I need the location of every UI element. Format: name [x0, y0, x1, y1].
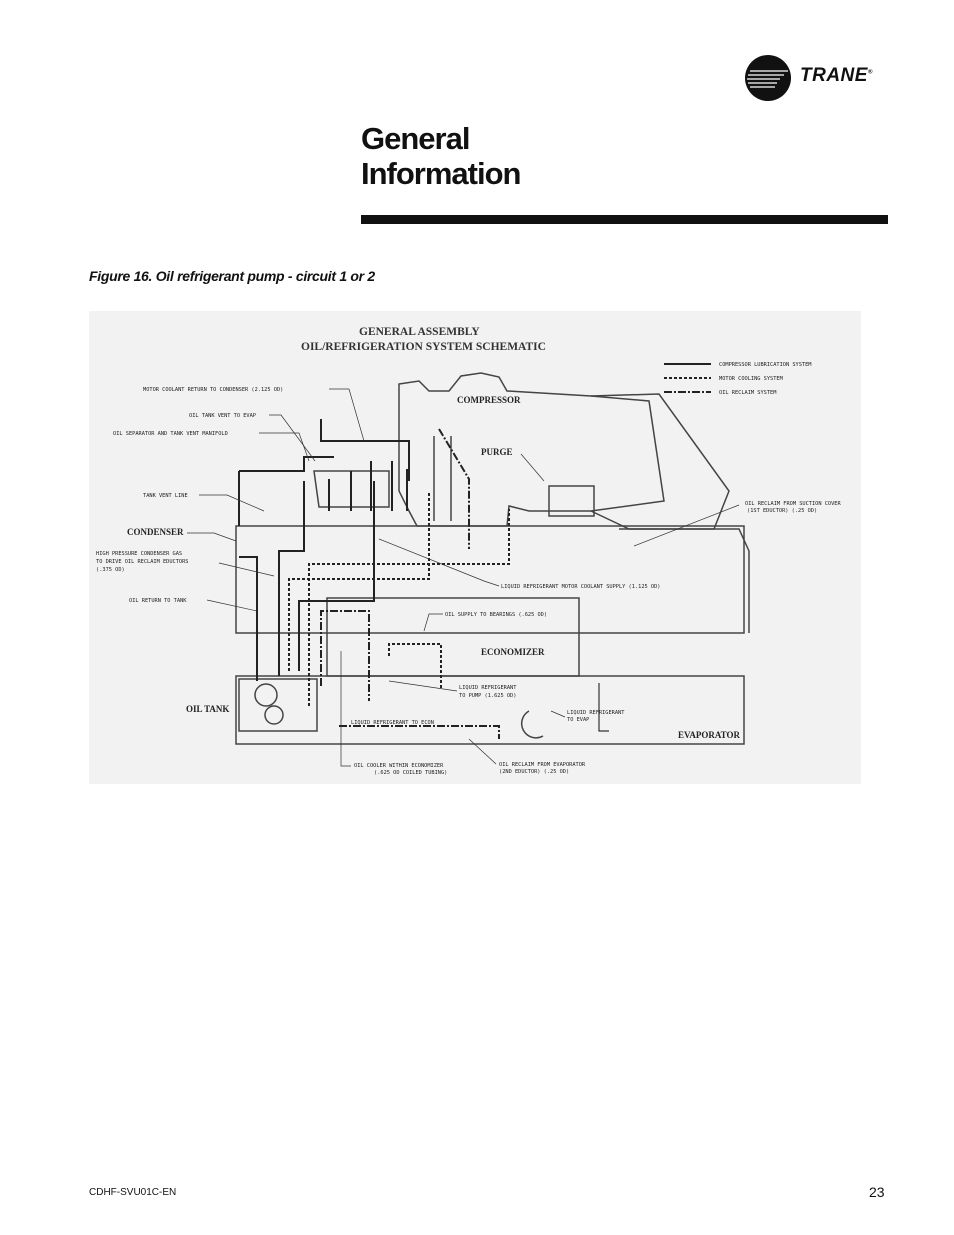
condenser-shell: [235, 525, 745, 634]
legend-motor-cooling: MOTOR COOLING SYSTEM: [719, 376, 783, 382]
lubrication-pipe-5: [328, 461, 408, 511]
label-economizer: ECONOMIZER: [481, 647, 545, 657]
callout-liquid-to-pump-2: TO PUMP (1.625 OD): [459, 693, 516, 699]
callout-oil-cooler-2: (.625 OD COILED TUBING): [374, 770, 447, 776]
callout-oil-tank-vent: OIL TANK VENT TO EVAP: [189, 413, 256, 419]
figure-caption: Figure 16. Oil refrigerant pump - circui…: [89, 268, 375, 284]
legend-lubrication: COMPRESSOR LUBRICATION SYSTEM: [719, 362, 811, 368]
label-condenser: CONDENSER: [127, 527, 184, 537]
callout-liquid-to-econ: LIQUID REFRIGERANT TO ECON: [351, 720, 434, 726]
callout-hp-gas-2: TO DRIVE OIL RECLAIM EDUCTORS: [96, 559, 188, 565]
oil-reclaim-pipe-1: [320, 610, 370, 701]
trane-logo: TRANE®: [744, 54, 894, 104]
callout-hp-gas-1: HIGH PRESSURE CONDENSER GAS: [96, 551, 182, 557]
trane-logo-mark: [745, 55, 791, 101]
page-title-line2: Information: [361, 156, 521, 191]
legend-oil-reclaim: OIL RECLAIM SYSTEM: [719, 390, 776, 396]
schematic-heading-line1: GENERAL ASSEMBLY: [359, 326, 480, 338]
callout-oil-return: OIL RETURN TO TANK: [129, 598, 187, 604]
evaporator-shell: [235, 675, 745, 745]
lubrication-pipe-3: [278, 481, 305, 676]
callout-reclaim-suction-1: OIL RECLAIM FROM SUCTION COVER: [745, 501, 841, 507]
callout-liquid-to-evap-1: LIQUID REFRIGERANT: [567, 710, 625, 716]
lubrication-pipe-1: [239, 556, 258, 681]
schematic-heading-line2: OIL/REFRIGERATION SYSTEM SCHEMATIC: [301, 341, 546, 353]
callout-motor-coolant-return: MOTOR COOLANT RETURN TO CONDENSER (2.125…: [143, 387, 283, 393]
legend: COMPRESSOR LUBRICATION SYSTEM MOTOR COOL…: [664, 362, 811, 396]
condenser-end: [619, 528, 750, 633]
oil-reclaim-pipe-2: [339, 725, 500, 739]
motor-cooling-pipe-2: [288, 491, 430, 671]
evap-supply-line: [598, 683, 609, 732]
callout-hp-gas-3: (.375 OD): [96, 567, 125, 573]
label-compressor: COMPRESSOR: [457, 395, 521, 405]
lubrication-pipe-2: [238, 456, 334, 526]
label-oil-tank: OIL TANK: [186, 704, 229, 714]
purge-unit: [548, 485, 595, 517]
lubrication-pipe-4: [298, 481, 375, 671]
title-rule: [361, 215, 888, 224]
label-purge: PURGE: [481, 447, 513, 457]
callout-reclaim-evap-2: (2ND EDUCTOR) (.25 OD): [499, 769, 569, 775]
oil-pump-circle: [254, 683, 278, 707]
motor-cooling-pipe-1: [308, 509, 510, 706]
oil-tank-box: [238, 678, 318, 732]
callout-oil-cooler-1: OIL COOLER WITHIN ECONOMIZER: [354, 763, 444, 769]
callout-reclaim-suction-2: (1ST EDUCTOR) (.25 OD): [747, 508, 817, 514]
document-id: CDHF-SVU01C-EN: [89, 1187, 177, 1198]
callout-oil-separator: OIL SEPARATOR AND TANK VENT MANIFOLD: [113, 431, 228, 437]
oil-reclaim-pipe-3: [438, 428, 470, 549]
page-number: 23: [869, 1184, 885, 1200]
lubrication-pipe-6: [320, 419, 410, 481]
page-title-line1: General: [361, 121, 470, 156]
callout-reclaim-evap-1: OIL RECLAIM FROM EVAPORATOR: [499, 762, 586, 768]
callout-tank-vent-line: TANK VENT LINE: [143, 493, 188, 499]
evap-return-bend: [520, 710, 544, 739]
page-title: General Information: [361, 121, 521, 191]
callout-oil-supply-bearings: OIL SUPPLY TO BEARINGS (.625 OD): [445, 612, 547, 618]
trane-wordmark: TRANE®: [800, 65, 873, 86]
motor-cooling-pipe-3: [388, 643, 442, 689]
oil-refrigeration-schematic: GENERAL ASSEMBLY OIL/REFRIGERATION SYSTE…: [89, 311, 861, 784]
callout-liquid-to-pump-1: LIQUID REFRIGERANT: [459, 685, 517, 691]
callout-liquid-to-evap-2: TO EVAP: [567, 717, 589, 723]
callout-liquid-motor-coolant: LIQUID REFRIGERANT MOTOR COOLANT SUPPLY …: [501, 584, 660, 590]
label-evaporator: EVAPORATOR: [678, 730, 741, 740]
